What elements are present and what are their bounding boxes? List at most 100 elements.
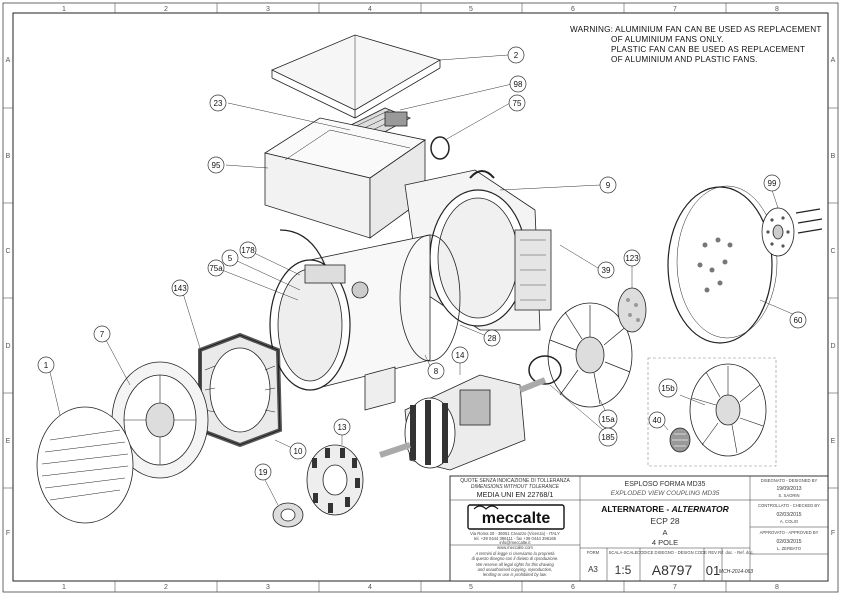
svg-text:75a: 75a [209, 264, 223, 273]
warning-line-4: OF ALUMINIUM AND PLASTIC FANS. [611, 55, 758, 64]
part-clamp-band [528, 355, 562, 385]
zone-labels: 1 2 3 4 5 6 7 8 1 2 3 4 5 6 7 8 A B C D … [5, 6, 835, 591]
svg-text:60: 60 [794, 316, 803, 325]
part-end-shield [111, 361, 209, 479]
approved-by: L. ZERBATO [777, 546, 802, 551]
svg-text:39: 39 [602, 266, 611, 275]
callout-balloons: 2 98 23 75 95 9 99 178 5 75a 39 123 143 … [37, 46, 807, 481]
product-poles: 4 POLE [652, 538, 678, 547]
zone-row-f: F [6, 530, 10, 537]
description-it: ESPLOSO FORMA MD35 [625, 481, 706, 488]
legal-line-5: lending or use is prohibited by law. [483, 572, 547, 577]
zone-ticks [3, 3, 838, 592]
zone-col-7-bottom: 7 [673, 584, 677, 591]
drawn-date: 19/09/2013 [776, 486, 801, 492]
zone-col-2-bottom: 2 [164, 584, 168, 591]
company-name: meccalte [482, 510, 551, 527]
revision-label: REV. [708, 550, 717, 555]
svg-text:95: 95 [212, 161, 221, 170]
title-block: QUOTE SENZA INDICAZIONE DI TOLLERANZA DI… [449, 475, 829, 582]
warning-line-2: OF ALUMINIUM FANS ONLY. [611, 35, 724, 44]
leader-lines [49, 54, 796, 506]
part-fan-inset [647, 357, 777, 467]
callout-28: 28 [483, 329, 501, 347]
checked-label: CONTROLLATO - CHECKED BY [758, 503, 820, 508]
ref-doc-label: Rif. doc. - Ref. doc. [718, 550, 754, 555]
callout-15b: 15b [658, 378, 678, 398]
part-cover [271, 34, 441, 119]
zone-col-8: 8 [775, 6, 779, 13]
exploded-parts [36, 34, 823, 528]
callout-75: 75 [508, 94, 526, 112]
checked-by: A. COLIO [780, 519, 799, 524]
callout-7: 7 [93, 325, 111, 343]
tolerance-en: DIMENSIONS WITHOUT TOLERANCE [471, 484, 560, 490]
legal-line-1: A termini di legge ci riserviamo la prop… [475, 551, 556, 556]
svg-text:185: 185 [601, 433, 615, 442]
product-name-en: ALTERNATOR [671, 504, 730, 514]
part-rotor [379, 374, 547, 471]
svg-text:5: 5 [228, 254, 233, 263]
product-variant: A [662, 528, 667, 537]
zone-col-2: 2 [164, 6, 168, 13]
zone-col-5: 5 [469, 6, 473, 13]
zone-col-4-bottom: 4 [368, 584, 372, 591]
zone-row-c-right: C [830, 248, 835, 255]
part-exciter-rotor [306, 444, 364, 516]
part-exciter [617, 287, 647, 333]
part-bearing [272, 502, 304, 528]
part-main-frame [404, 169, 552, 331]
svg-text:1: 1 [44, 361, 49, 370]
callout-95: 95 [207, 156, 225, 174]
callout-60: 60 [789, 311, 807, 329]
description-en: EXPLODED VIEW COUPLING MD35 [611, 490, 720, 497]
company-address: Via Roma 20 - 36051 Creazzo (Vicenza) - … [470, 531, 560, 536]
warning-line-3: PLASTIC FAN CAN BE USED AS REPLACEMENT [611, 45, 805, 54]
svg-text:7: 7 [100, 330, 105, 339]
warning-note: WARNING: ALUMINIUM FAN CAN BE USED AS RE… [570, 25, 822, 64]
zone-col-6: 6 [571, 6, 575, 13]
svg-text:178: 178 [241, 246, 255, 255]
svg-text:13: 13 [338, 423, 347, 432]
callout-178: 178 [239, 241, 257, 259]
svg-text:98: 98 [514, 80, 523, 89]
drawn-by: S. SAORIN [778, 493, 799, 498]
product-name: ALTERNATORE - ALTERNATOR [601, 504, 729, 514]
callout-143: 143 [171, 279, 189, 297]
callout-15a: 15a [598, 409, 618, 429]
svg-text:15a: 15a [601, 415, 615, 424]
approved-date: 02/03/2015 [776, 539, 801, 545]
part-stator-housing [269, 229, 461, 411]
svg-text:15b: 15b [661, 384, 675, 393]
approved-label: APPROVATO - APPROVED BY [760, 530, 819, 535]
zone-row-e-right: E [831, 438, 836, 445]
svg-text:8: 8 [434, 367, 439, 376]
svg-text:123: 123 [625, 254, 639, 263]
legal-line-2: di questo disegno con il divieto di ripr… [472, 556, 559, 561]
callout-1: 1 [37, 356, 55, 374]
zone-row-e: E [6, 438, 11, 445]
callout-19: 19 [254, 463, 272, 481]
inner-frame [12, 12, 829, 582]
svg-text:10: 10 [294, 447, 303, 456]
zone-col-3-bottom: 3 [266, 584, 270, 591]
company-phone: tel. +39 0444 396111 - fax +39 0444 3961… [474, 536, 557, 541]
company-web: www.meccalte.com [497, 545, 533, 550]
title-block-grid [450, 476, 828, 581]
warning-line-1: WARNING: ALUMINIUM FAN CAN BE USED AS RE… [570, 25, 822, 34]
callout-10: 10 [289, 442, 307, 460]
format-value: A3 [588, 565, 598, 574]
company-email: info@meccalte.it [499, 540, 531, 545]
product-model: ECP 28 [650, 516, 679, 526]
product-separator: - [664, 504, 672, 514]
legal-line-4: and unauthorised copying, reproduction, [478, 567, 553, 572]
callout-8: 8 [427, 362, 445, 380]
format-label: FORM [587, 550, 600, 555]
zone-row-d-right: D [830, 343, 835, 350]
zone-row-a-right: A [831, 57, 836, 64]
tolerance-standard: MEDIA UNI EN 22768/1 [477, 490, 554, 499]
part-oring [430, 136, 450, 160]
